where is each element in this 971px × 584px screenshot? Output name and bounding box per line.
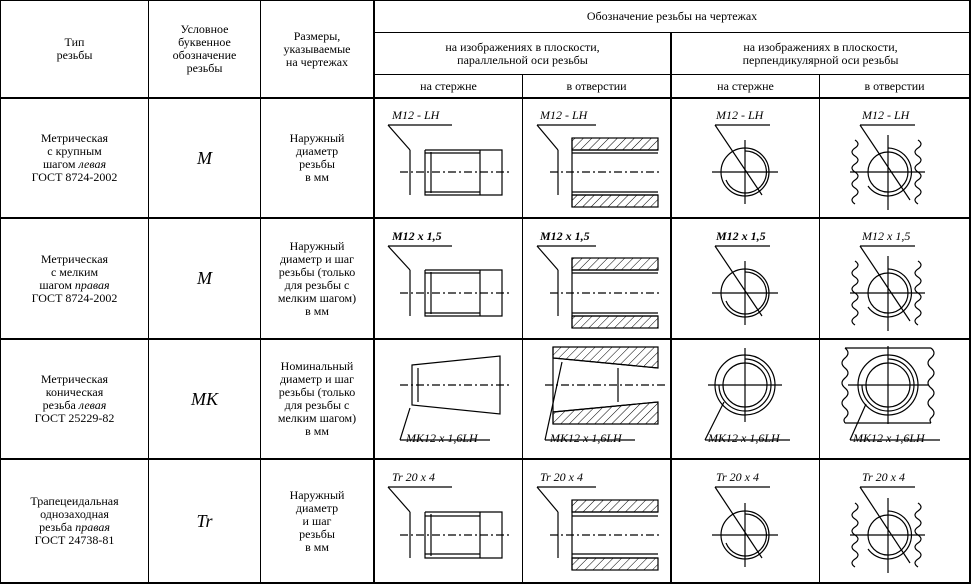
row-1-label-rod-perpendicular: M12 - LH [716,108,764,122]
row-4-hole-parallel-drawing [536,486,660,571]
header-sizes: Размеры, указываемые на чертежах [283,28,351,69]
grid-line [0,458,971,460]
row-3-label-rod-parallel: MK12 x 1,6LH [406,431,478,445]
row-2-hole-parallel-drawing [536,245,660,329]
row-3-sizes: Номинальный диаметр и шаг резьбы (только… [277,359,357,438]
row-4-rod-parallel-drawing [387,486,512,559]
row-1-code: M [197,147,212,168]
grid-line [670,32,672,584]
row-1-hole-parallel-drawing [536,124,660,208]
grid-line [0,97,971,99]
grid-line [0,338,971,340]
row-1-label-hole-parallel: M12 - LH [540,108,588,122]
row-2-rod-perpendicular-drawing [712,245,778,325]
grid-line [819,74,820,584]
row-2-hole-perpendicular-drawing [850,245,925,331]
row-4-label-hole-perpendicular: Tr 20 x 4 [862,470,906,484]
row-4-code: Tr [196,510,213,531]
grid-line [374,74,971,75]
grid-line [0,217,971,219]
header-designation: Обозначение резьбы на чертежах [586,9,758,23]
row-3-code: MK [191,388,218,409]
header-rod-parallel: на стержне [420,78,477,93]
row-3-label-hole-parallel: MK12 x 1,6LH [550,431,622,445]
row-3-label-hole-perpendicular: MK12 x 1,6LH [853,431,925,445]
grid-line [969,0,971,584]
row-3-thread-type: Метрическая коническая резьба левая ГОСТ… [34,372,115,426]
row-3-hole-perpendicular-drawing [841,346,940,441]
row-2-label-hole-parallel: M12 x 1,5 [540,229,590,243]
grid-line [373,0,375,584]
row-4-label-hole-parallel: Tr 20 x 4 [540,470,584,484]
grid-line [260,0,261,584]
row-4-rod-perpendicular-drawing [712,486,778,567]
grid-line [522,74,523,584]
row-1-hole-perpendicular-drawing [850,124,925,210]
row-3-rod-parallel-drawing [399,355,512,441]
row-2-sizes: Наружный диаметр и шаг резьбы (только дл… [277,238,357,318]
header-rod-perpendicular: на стержне [717,78,774,93]
grid-line [0,582,971,584]
row-1-rod-perpendicular-drawing [712,124,778,204]
row-2-rod-parallel-drawing [387,245,512,317]
grid-line [374,32,971,33]
row-2-label-rod-parallel: M12 x 1,5 [392,229,442,243]
row-4-label-rod-parallel: Tr 20 x 4 [392,470,436,484]
grid-line [0,0,971,1]
row-4-sizes: Наружный диаметр и шаг резьбы в мм [289,487,345,554]
header-letter-code: Условное буквенное обозначение резьбы [172,22,237,75]
row-1-label-hole-perpendicular: M12 - LH [862,108,910,122]
row-1-label-rod-parallel: M12 - LH [392,108,440,122]
row-2-label-hole-perpendicular: M12 x 1,5 [862,229,911,243]
row-4-hole-perpendicular-drawing [850,486,925,573]
row-4-thread-type: Трапецеидальная однозаходная резьба прав… [30,494,119,548]
header-hole-perpendicular: в отверстии [864,78,925,93]
row-3-label-rod-perpendicular: MK12 x 1,6LH [708,431,780,445]
row-3-rod-perpendicular-drawing [704,348,790,441]
header-thread-type: Тип резьбы [56,35,93,62]
row-1-thread-type: Метрическая с крупным шагом левая ГОСТ 8… [31,131,118,185]
row-2-code: M [197,268,212,288]
row-2-label-rod-perpendicular: M12 x 1,5 [716,229,766,243]
header-parallel: на изображениях в плоскости, параллельно… [445,39,600,67]
header-perpendicular: на изображениях в плоскости, перпендикул… [742,39,899,67]
row-3-hole-parallel-drawing [544,346,665,441]
row-1-rod-parallel-drawing [387,124,512,196]
grid-line [148,0,149,584]
grid-line [0,0,1,584]
row-2-thread-type: Метрическая с мелким шагом правая ГОСТ 8… [31,251,118,305]
row-1-sizes: Наружный диаметр резьбы в мм [289,131,345,184]
header-hole-parallel: в отверстии [566,78,627,93]
row-4-label-rod-perpendicular: Tr 20 x 4 [716,470,760,484]
